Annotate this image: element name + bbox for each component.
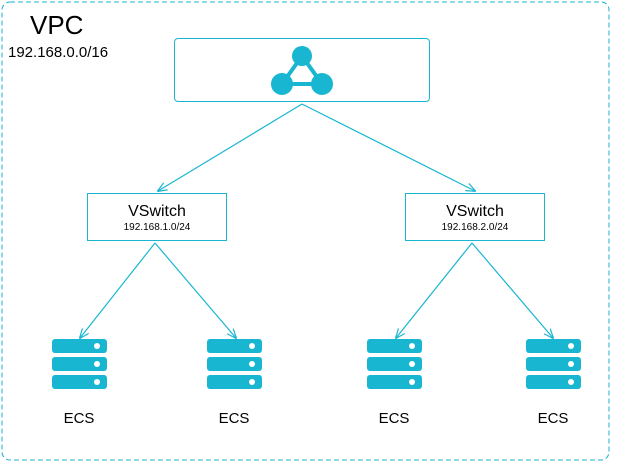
vswitch-node-right: VSwitch 192.168.2.0/24 bbox=[405, 193, 545, 241]
connector-vswitch-left-to-ecs-1 bbox=[80, 242, 156, 338]
vswitch-cidr: 192.168.1.0/24 bbox=[123, 222, 191, 233]
vswitch-name: VSwitch bbox=[446, 203, 504, 220]
vpc-title: VPC bbox=[30, 10, 84, 40]
router-node bbox=[174, 38, 430, 102]
vswitch-name: VSwitch bbox=[128, 203, 186, 220]
ecs-label: ECS bbox=[218, 410, 250, 427]
router-icon bbox=[271, 46, 333, 95]
connector-vswitch-left-to-ecs-2 bbox=[154, 242, 236, 338]
ecs-label: ECS bbox=[63, 410, 95, 427]
server-icon bbox=[367, 339, 422, 389]
connector-vswitch-right-to-ecs-4 bbox=[471, 242, 553, 338]
vswitch-cidr: 192.168.2.0/24 bbox=[441, 222, 509, 233]
vswitch-node-left: VSwitch 192.168.1.0/24 bbox=[87, 193, 227, 241]
connectors bbox=[80, 103, 553, 338]
server-icon bbox=[207, 339, 262, 389]
ecs-label: ECS bbox=[537, 410, 569, 427]
ecs-label: ECS bbox=[378, 410, 410, 427]
connector-router-to-vswitch-left bbox=[158, 103, 303, 191]
connector-vswitch-right-to-ecs-3 bbox=[396, 242, 473, 338]
connector-router-to-vswitch-right bbox=[301, 103, 475, 191]
vpc-cidr: 192.168.0.0/16 bbox=[8, 44, 109, 61]
server-icon bbox=[52, 339, 107, 389]
vpc-boundary bbox=[1, 1, 610, 461]
server-icon bbox=[526, 339, 581, 389]
